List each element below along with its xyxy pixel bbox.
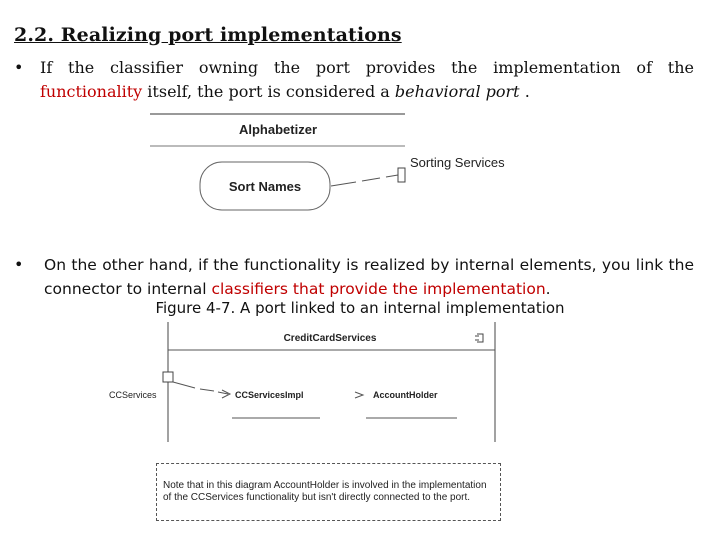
- bullet-text-start: On the other hand, if the functionality …: [44, 256, 694, 298]
- part-accountholder: AccountHolder: [373, 390, 438, 400]
- note-line-1: Note that in this diagram AccountHolder …: [163, 480, 487, 491]
- port-label-ccservices: CCServices: [109, 390, 157, 400]
- part-sort-names: [199, 161, 331, 211]
- diagram-creditcardservices: CreditCardServices CCServices CCServices…: [109, 322, 496, 442]
- bullet-internal-elements: • On the other hand, if the functionalit…: [14, 253, 694, 301]
- highlight-classifiers: classifiers that provide the implementat…: [211, 280, 546, 298]
- highlight-functionality: functionality: [40, 82, 143, 101]
- bullet-text: If the classifier owning the port provid…: [40, 56, 694, 104]
- bullet-text-mid: itself, the port is considered a: [142, 82, 395, 101]
- diagram-alphabetizer: Alphabetizer Sort Names Sorting Services: [150, 113, 505, 211]
- bullet-behavioral-port: • If the classifier owning the port prov…: [14, 56, 694, 104]
- bullet-text-start: If the classifier owning the port provid…: [40, 58, 694, 77]
- class-name-alphabetizer: Alphabetizer: [239, 122, 317, 137]
- port-square: [162, 371, 174, 383]
- bullet-text-end: .: [519, 82, 530, 101]
- term-behavioral-port: behavioral port: [394, 82, 520, 101]
- class-name-creditcardservices: CreditCardServices: [284, 333, 377, 344]
- part-ccservicesimpl: CCServicesImpl: [235, 390, 304, 400]
- port-label-sorting-services: Sorting Services: [410, 155, 505, 170]
- port-square: [397, 167, 406, 183]
- note-line-2: of the CCServices functionality but isn'…: [163, 492, 471, 503]
- diagram-note: Note that in this diagram AccountHolder …: [156, 463, 501, 521]
- figure-caption: Figure 4-7. A port linked to an internal…: [155, 299, 565, 317]
- component-icon: [475, 333, 484, 343]
- bullet-text-end: .: [545, 280, 551, 298]
- part-label-sort-names: Sort Names: [229, 179, 301, 194]
- bullet-text: On the other hand, if the functionality …: [44, 253, 694, 301]
- bullet-marker: •: [14, 58, 24, 77]
- bullet-marker: •: [14, 255, 24, 274]
- section-heading: 2.2. Realizing port implementations: [14, 24, 402, 46]
